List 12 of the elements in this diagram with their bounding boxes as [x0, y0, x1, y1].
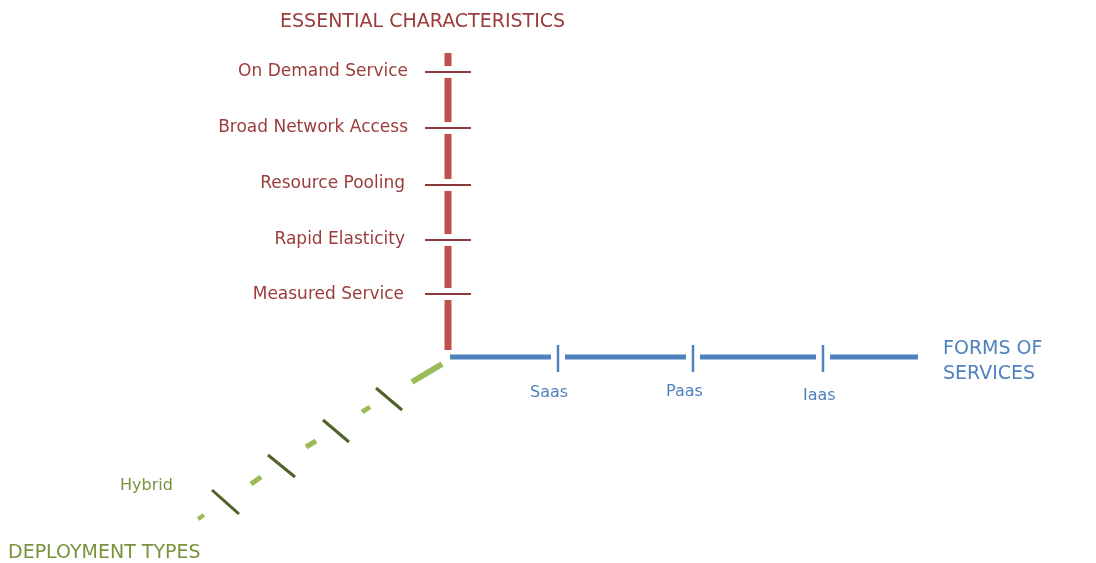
axis-tick-label: Rapid Elasticity [273, 229, 405, 249]
axis-title: FORMS OF SERVICES [943, 335, 1044, 385]
axis-title: DEPLOYMENT TYPES [8, 541, 201, 563]
axis-tick-label: Iaas [803, 386, 836, 405]
axis-tick-label: Saas [530, 383, 569, 402]
axis-tick-label: Hybrid [120, 476, 173, 495]
axis-tick-label: Paas [666, 382, 703, 401]
axis-tick-label: Broad Network Access [217, 117, 408, 137]
axis-tick-label: Measured Service [251, 284, 404, 304]
axis-tick-label: On Demand Service [237, 61, 408, 81]
axis-tick-label: Resource Pooling [259, 173, 405, 193]
axis-title: ESSENTIAL CHARACTERISTICS [280, 10, 566, 32]
